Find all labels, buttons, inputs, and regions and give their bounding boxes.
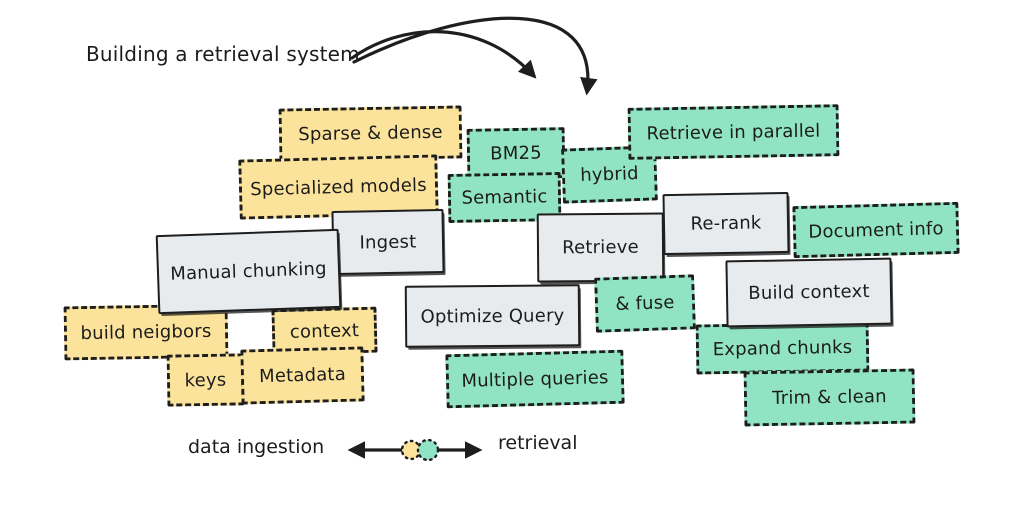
- title-arrow-left: [350, 30, 537, 79]
- title-arrow-right: [352, 16, 598, 96]
- node-label: Build context: [748, 280, 870, 305]
- node-ingest[interactable]: Ingest: [331, 209, 445, 275]
- diagram-title[interactable]: Building a retrieval system: [86, 42, 360, 66]
- node-label: Expand chunks: [712, 336, 853, 360]
- node-label: Retrieve: [562, 236, 639, 259]
- node-label: Multiple queries: [461, 366, 609, 392]
- node-label: Retrieve in parallel: [646, 119, 821, 145]
- node-label: Specialized models: [249, 174, 428, 200]
- node-label: hybrid: [579, 162, 640, 187]
- node-optimize-query[interactable]: Optimize Query: [404, 284, 581, 348]
- node-label: Document info: [808, 217, 944, 243]
- node-retrieve-in-parallel[interactable]: Retrieve in parallel: [627, 104, 840, 160]
- legend-ingestion-dot: [400, 439, 422, 461]
- node-metadata[interactable]: Metadata: [240, 346, 365, 405]
- node-retrieve[interactable]: Retrieve: [536, 212, 665, 283]
- node-document-info[interactable]: Document info: [792, 201, 960, 259]
- legend-label-retrieval: retrieval: [498, 432, 578, 454]
- node-label: Ingest: [359, 231, 417, 253]
- node-re-rank[interactable]: Re-rank: [662, 191, 790, 256]
- node-label: Sparse & dense: [298, 121, 443, 146]
- node-label: & fuse: [615, 291, 675, 316]
- legend-label-data-ingestion: data ingestion: [188, 436, 325, 458]
- node-expand-chunks[interactable]: Expand chunks: [695, 321, 870, 375]
- node-label: Semantic: [461, 186, 548, 209]
- node-sparse-dense[interactable]: Sparse & dense: [278, 105, 463, 162]
- node-label: Trim & clean: [772, 386, 887, 409]
- node-label: Optimize Query: [420, 304, 565, 328]
- node-label: build neigbors: [80, 320, 212, 344]
- node-label: keys: [184, 369, 227, 391]
- node-label: context: [289, 319, 360, 343]
- node-label: Metadata: [258, 363, 347, 388]
- node-multiple-queries[interactable]: Multiple queries: [445, 349, 625, 409]
- node-manual-chunking[interactable]: Manual chunking: [155, 228, 342, 315]
- node-trim-clean[interactable]: Trim & clean: [743, 368, 916, 427]
- node-and-fuse[interactable]: & fuse: [594, 274, 696, 333]
- node-label: BM25: [490, 142, 542, 165]
- node-keys[interactable]: keys: [166, 353, 245, 407]
- node-build-context[interactable]: Build context: [725, 257, 893, 328]
- legend-retrieval-dot: [416, 438, 440, 462]
- node-label: Re-rank: [690, 212, 762, 235]
- node-label: Manual chunking: [169, 258, 328, 285]
